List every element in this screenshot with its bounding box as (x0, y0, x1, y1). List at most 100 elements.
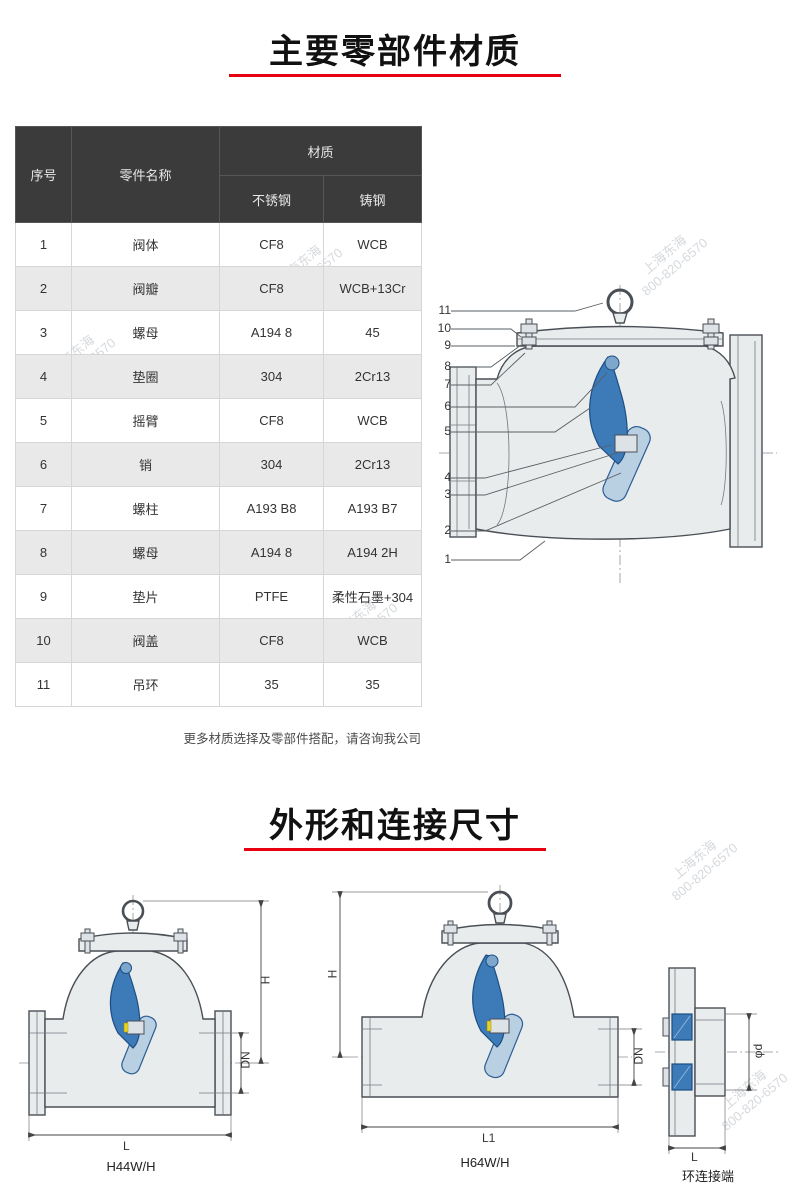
cell-cast: WCB+13Cr (322, 266, 423, 311)
dimension-lines (28, 900, 269, 1141)
lifting-eye (487, 890, 513, 924)
cell-stainless: 304 (219, 442, 324, 487)
callout-label: 11 (438, 303, 451, 317)
inlet-flange (449, 366, 477, 538)
cell-no: 1 (15, 222, 72, 267)
callout-label: 7 (444, 377, 451, 391)
callout-label: 2 (444, 523, 451, 537)
callout-label: 3 (444, 487, 451, 501)
swing-arm-group (109, 962, 157, 1075)
cell-cast: 2Cr13 (322, 354, 423, 399)
swing-arm-group (472, 954, 524, 1079)
dim-label-l: L (123, 1139, 130, 1153)
table-note: 更多材质选择及零部件搭配，请咨询我公司 (183, 732, 421, 746)
cell-part: 螺母 (71, 530, 220, 575)
cell-part: 阀体 (71, 222, 220, 267)
figure-label: 环连接端 (681, 1169, 734, 1184)
dimension-lines (668, 1013, 757, 1154)
title-underline-materials (229, 74, 561, 77)
dimension-lines (332, 891, 642, 1133)
cell-part: 销 (71, 442, 220, 487)
dim-label-h: H (325, 969, 340, 979)
outlet-flange (729, 334, 763, 548)
cell-no: 10 (15, 618, 72, 663)
cell-stainless: A194 8 (219, 530, 324, 575)
cell-stainless: PTFE (219, 574, 324, 619)
cell-no: 11 (15, 662, 72, 707)
cell-part: 垫片 (71, 574, 220, 619)
ring-joint-drawing (655, 967, 779, 1154)
cell-no: 5 (15, 398, 72, 443)
cell-no: 8 (15, 530, 72, 575)
col-header-no: 序号 (15, 126, 72, 223)
leader-lines (451, 302, 622, 561)
callout-label: 8 (444, 359, 451, 373)
col-header-stainless: 不锈钢 (219, 175, 324, 223)
cell-cast: 45 (322, 310, 423, 355)
cell-no: 3 (15, 310, 72, 355)
cell-cast: 柔性石墨+304 (322, 574, 423, 619)
cell-stainless: CF8 (219, 222, 324, 267)
flange-section-group (662, 967, 726, 1137)
cell-stainless: 35 (219, 662, 324, 707)
dim-label-l1: L1 (482, 1131, 496, 1145)
cell-part: 螺母 (71, 310, 220, 355)
cell-part: 阀盖 (71, 618, 220, 663)
cell-part: 摇臂 (71, 398, 220, 443)
cell-no: 7 (15, 486, 72, 531)
lifting-eye (121, 899, 145, 931)
cell-cast: 35 (322, 662, 423, 707)
dim-label-d: φd (751, 1043, 766, 1059)
callout-label: 6 (444, 399, 451, 413)
cell-cast: WCB (322, 618, 423, 663)
figure-label: H44W/H (106, 1159, 156, 1174)
cell-cast: WCB (322, 398, 423, 443)
callout-label: 9 (444, 338, 451, 352)
figure-ring-joint-end: φd L 环连接端 (653, 958, 788, 1188)
figure-h44wh: H DN L H44W/H (15, 893, 315, 1178)
col-header-cast: 铸钢 (322, 175, 423, 223)
cell-no: 2 (15, 266, 72, 311)
dim-label-l: L (691, 1150, 698, 1164)
check-valve-section-drawing (439, 285, 777, 585)
dim-label-dn: DN (631, 1047, 646, 1065)
callout-label: 5 (444, 424, 451, 438)
bonnet-bolts (520, 318, 720, 350)
bonnet-group (516, 325, 724, 347)
check-valve-diagram: 11 10 9 8 7 6 5 4 3 2 1 (425, 283, 785, 588)
section-title-dimensions: 外形和连接尺寸 (269, 807, 521, 845)
col-header-material: 材质 (218, 126, 423, 176)
figure-label: H64W/H (460, 1155, 510, 1170)
cell-stainless: A193 B8 (219, 486, 324, 531)
dim-label-dn: DN (238, 1051, 253, 1069)
bonnet-group (78, 928, 188, 954)
cell-stainless: A194 8 (219, 310, 324, 355)
h64wh-drawing (332, 885, 642, 1133)
cell-cast: 2Cr13 (322, 442, 423, 487)
figure-h64wh: H DN L1 H64W/H (320, 883, 660, 1183)
lifting-eye (606, 288, 634, 324)
bonnet-group (441, 920, 559, 946)
title-underline-dimensions (244, 848, 546, 851)
cell-no: 6 (15, 442, 72, 487)
callout-label: 4 (444, 470, 451, 484)
cell-stainless: CF8 (219, 266, 324, 311)
col-header-part: 零件名称 (71, 126, 220, 223)
cell-part: 螺柱 (71, 486, 220, 531)
cell-part: 阀瓣 (71, 266, 220, 311)
cell-cast: A193 B7 (322, 486, 423, 531)
swing-arm-group (589, 355, 651, 502)
cell-cast: WCB (322, 222, 423, 267)
